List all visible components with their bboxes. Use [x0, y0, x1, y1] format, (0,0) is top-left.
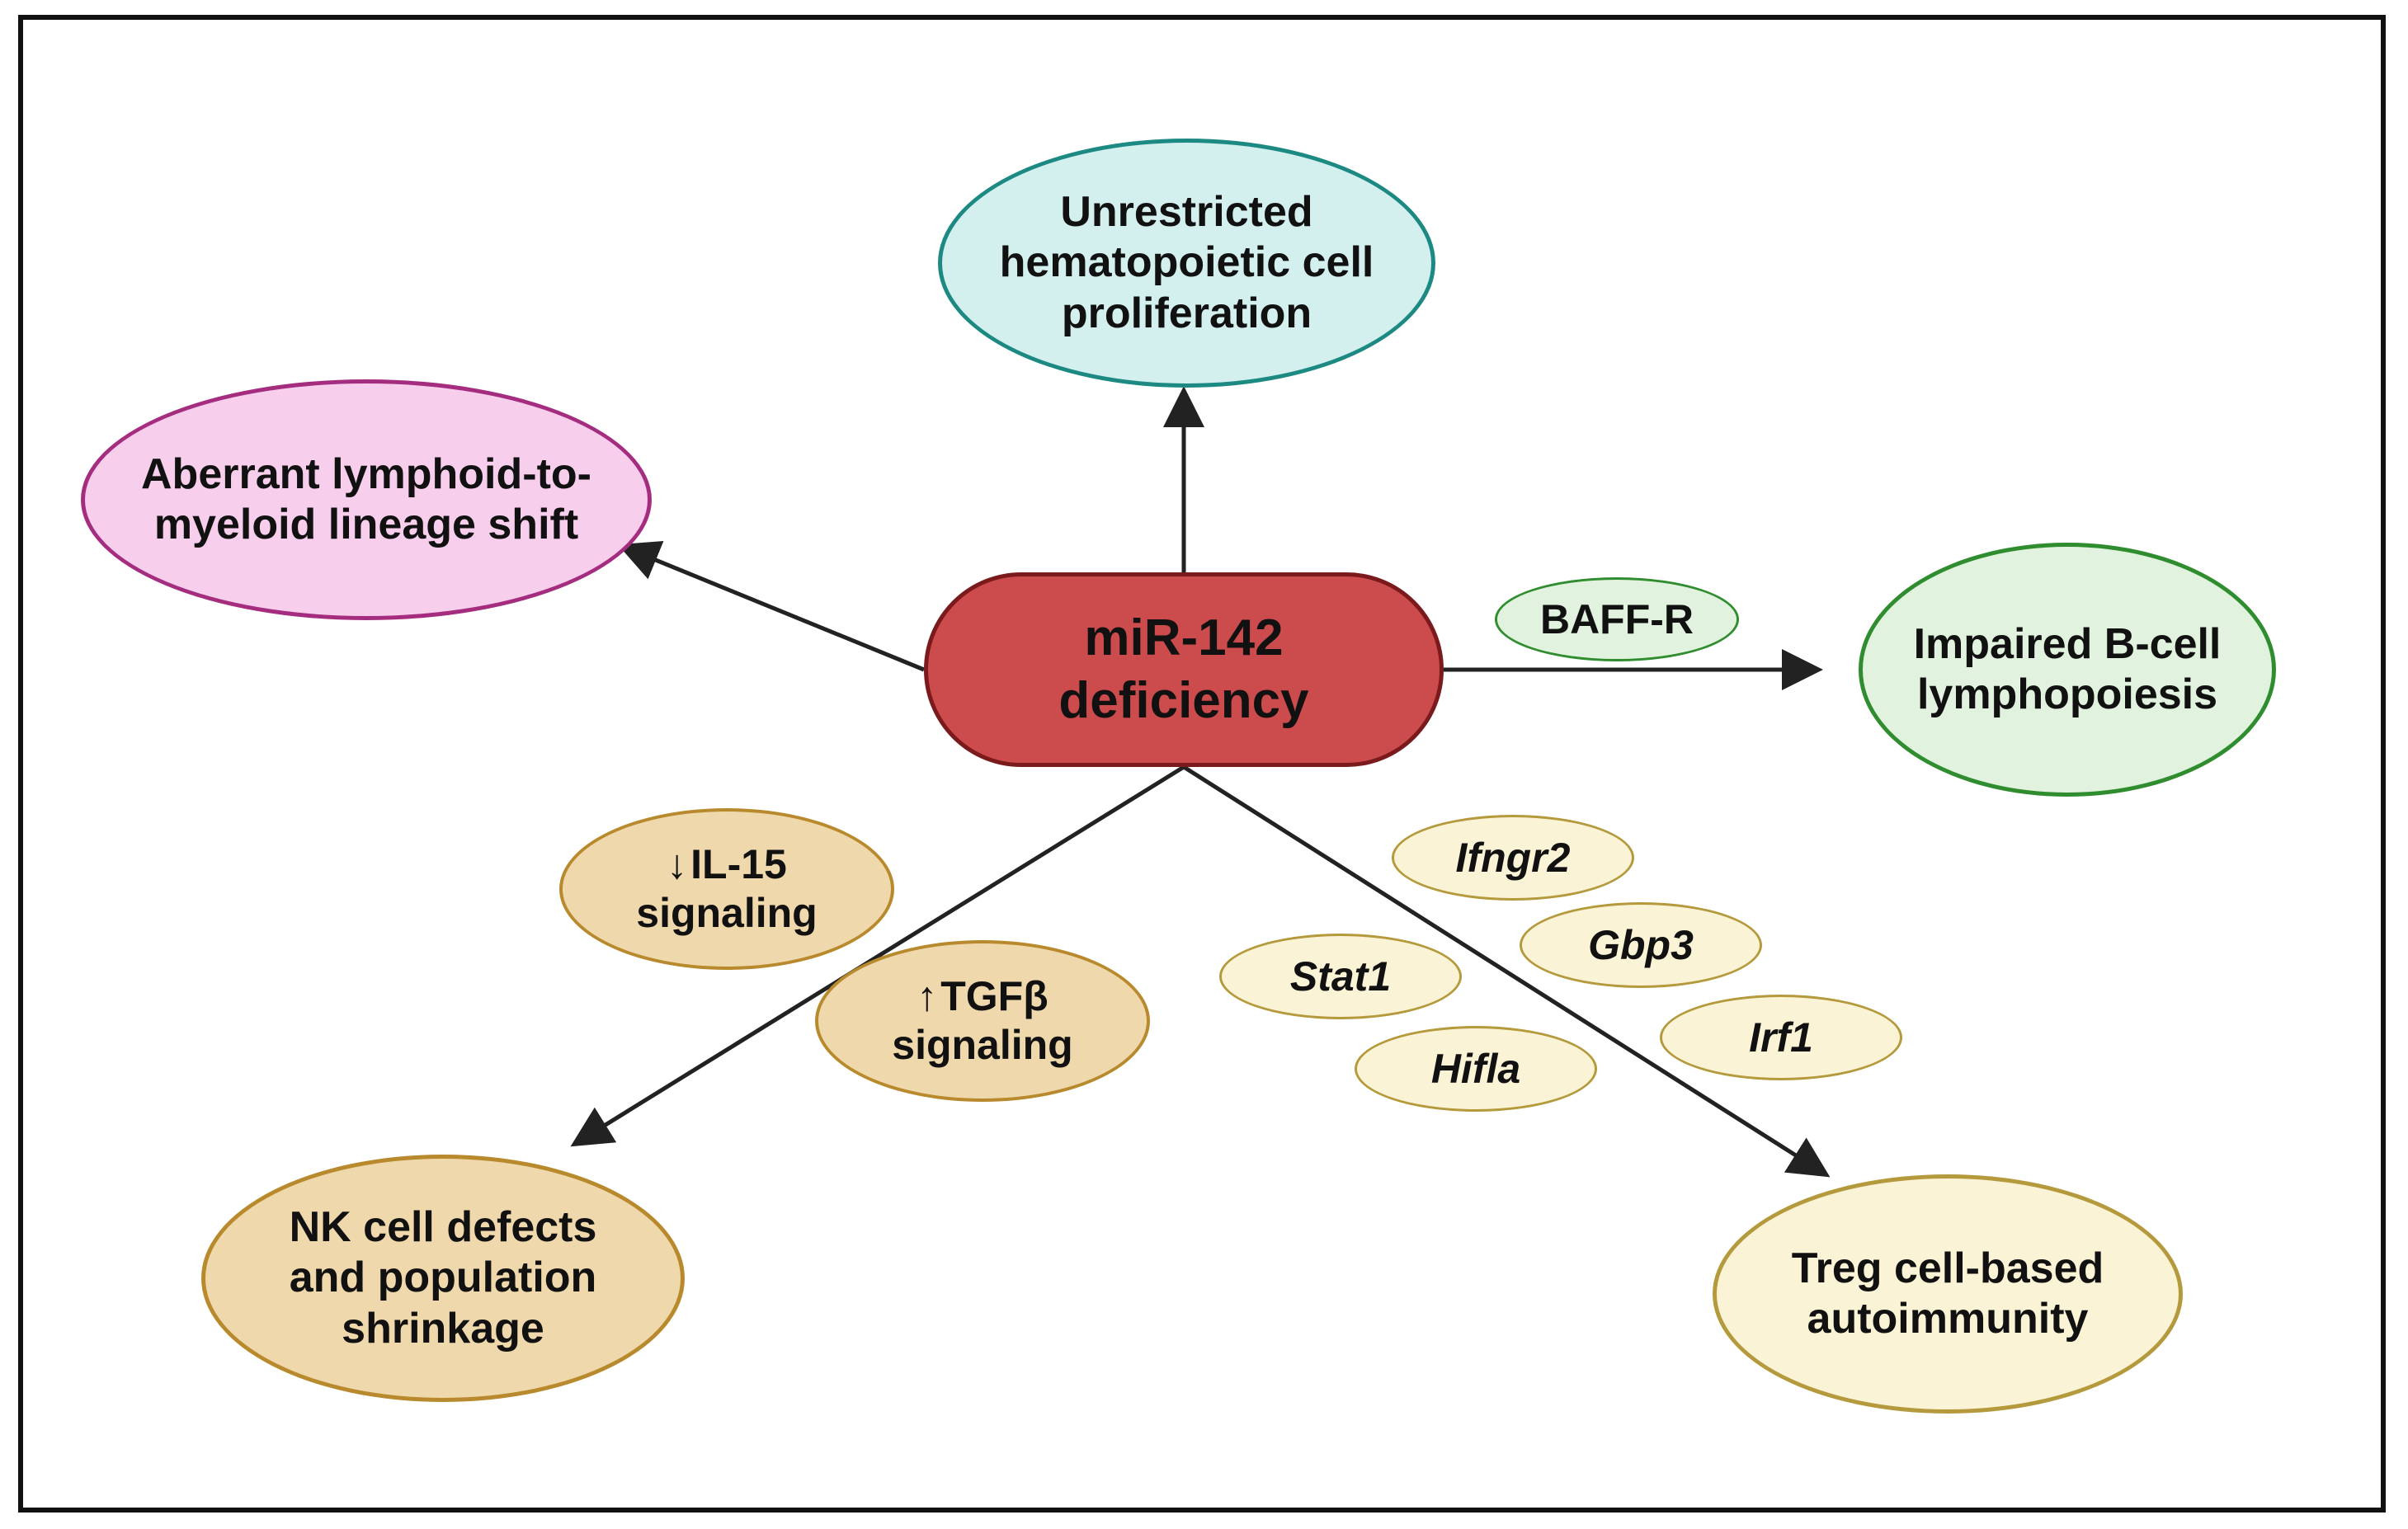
treg-line-1: Treg cell-based [1791, 1244, 2104, 1292]
proliferation-line-2: hematopoietic cell [999, 238, 1374, 287]
treg-node: Treg cell-based autoimmunity [1713, 1174, 2183, 1414]
treg-line-2: autoimmunity [1807, 1295, 2089, 1343]
gene-irf1-label: Irf1 [1749, 1014, 1813, 1061]
proliferation-line-3: proliferation [1061, 289, 1312, 337]
gene-ifngr2: Ifngr2 [1392, 815, 1634, 901]
gene-irf1: Irf1 [1660, 995, 1902, 1080]
il15-line-2: signaling [636, 890, 818, 936]
arrow-to-treg [1182, 764, 1831, 1178]
gene-hifla-label: Hifla [1430, 1045, 1521, 1092]
nk-cell-line-1: NK cell defects [289, 1202, 597, 1251]
lineage-shift-line-1: Aberrant lymphoid-to- [141, 449, 591, 498]
down-arrow-icon: ↓ [667, 841, 688, 887]
b-cell-node: Impaired B-cell lymphopoiesis [1859, 543, 2276, 797]
tgfb-line-1: TGFβ [940, 973, 1048, 1019]
il15-line-1: IL-15 [690, 841, 787, 887]
nk-cell-line-2: and population [289, 1254, 597, 1302]
b-cell-line-1: Impaired B-cell [1913, 619, 2222, 668]
gene-hifla: Hifla [1355, 1026, 1597, 1112]
arrow-to-nk-cell [570, 764, 1185, 1147]
center-line-2: deficiency [1058, 672, 1309, 729]
up-arrow-icon: ↑ [917, 973, 938, 1019]
gene-stat1-label: Stat1 [1289, 953, 1392, 1000]
mir142-deficiency-node: miR-142 deficiency [924, 572, 1444, 767]
proliferation-line-1: Unrestricted [1060, 187, 1313, 236]
baff-r-node: BAFF-R [1495, 577, 1739, 661]
nk-cell-node: NK cell defects and population shrinkage [201, 1155, 685, 1402]
tgfb-signaling-node: ↑TGFβ signaling [815, 940, 1150, 1102]
gene-gbp3-label: Gbp3 [1588, 921, 1694, 968]
figure-frame [18, 15, 2386, 1513]
arrow-to-lineage-shift [617, 540, 925, 672]
lineage-shift-node: Aberrant lymphoid-to- myeloid lineage sh… [81, 379, 652, 620]
lineage-shift-line-2: myeloid lineage shift [153, 501, 579, 548]
baff-r-label: BAFF-R [1539, 595, 1694, 642]
center-line-1: miR-142 [1084, 609, 1284, 667]
proliferation-node: Unrestricted hematopoietic cell prolifer… [938, 139, 1435, 388]
b-cell-line-2: lymphopoiesis [1916, 670, 2218, 718]
gene-stat1: Stat1 [1219, 934, 1462, 1019]
tgfb-line-2: signaling [892, 1022, 1073, 1068]
nk-cell-line-3: shrinkage [342, 1304, 544, 1353]
gene-gbp3: Gbp3 [1520, 902, 1762, 988]
il15-signaling-node: ↓IL-15 signaling [559, 808, 894, 970]
gene-ifngr2-label: Ifngr2 [1455, 834, 1571, 881]
